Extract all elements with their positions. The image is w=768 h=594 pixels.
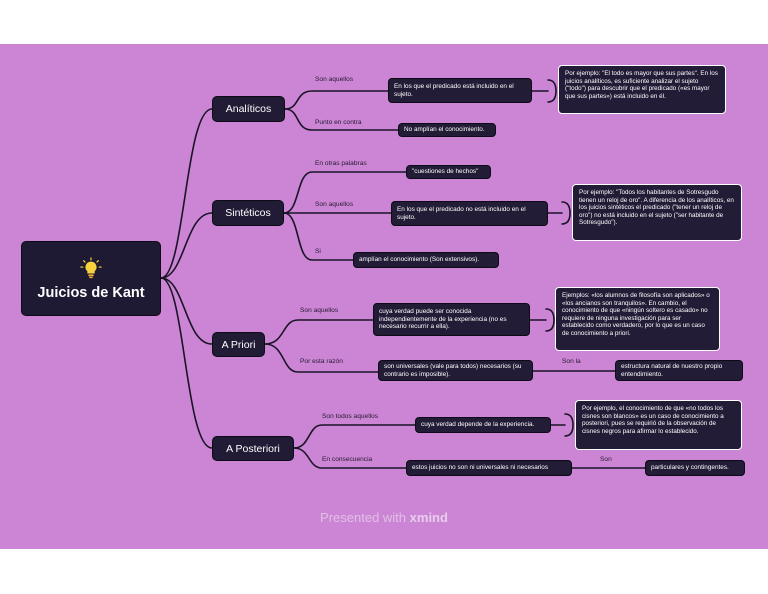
branch-a-priori-title: A Priori <box>221 338 256 351</box>
note-analiticos-ejemplo[interactable]: Por ejemplo: "El todo es mayor que sus p… <box>558 65 726 114</box>
leaf-a-posteriori-definicion[interactable]: cuya verdad depende de la experiencia. <box>415 417 551 433</box>
label-sinteticos-otras-palabras: En otras palabras <box>315 160 367 167</box>
lightbulb-icon <box>80 256 102 278</box>
leaf-a-posteriori-no-universales[interactable]: estos juicios no son ni universales ni n… <box>406 460 572 476</box>
leaf-a-posteriori-no-universales-text: estos juicios no son ni universales ni n… <box>412 464 549 472</box>
branch-a-posteriori[interactable]: A Posteriori <box>212 436 294 461</box>
label-sinteticos-si: Si <box>315 248 321 255</box>
note-a-posteriori-ejemplo-text: Por ejemplo, el conocimiento de que «no … <box>582 405 724 435</box>
note-a-priori-ejemplo[interactable]: Ejemplos: «los alumnos de filosofía son … <box>555 287 720 351</box>
leaf-a-posteriori-particulares-text: particulares y contingentes. <box>651 464 729 472</box>
watermark-prefix: Presented with <box>320 510 407 525</box>
label-sinteticos-son-aquellos: Son aquellos <box>315 201 354 208</box>
label-a-posteriori-todos-aquellos: Son todos aquellos <box>322 413 379 420</box>
note-analiticos-ejemplo-text: Por ejemplo: "El todo es mayor que sus p… <box>565 70 718 100</box>
label-a-posteriori-consecuencia: En consecuencia <box>322 456 373 463</box>
branch-analiticos-title: Analíticos <box>225 103 272 115</box>
mindmap-canvas: Juicios de Kant Analíticos Son aquellos … <box>0 44 768 549</box>
leaf-sinteticos-definicion-text: En los que el predicado no está incluido… <box>397 205 526 221</box>
label-a-posteriori-son: Son <box>600 456 612 463</box>
leaf-a-priori-definicion[interactable]: cuya verdad puede ser conocida independi… <box>373 303 530 336</box>
label-analiticos-punto-en-contra: Punto en contra <box>315 119 362 126</box>
central-topic[interactable]: Juicios de Kant <box>21 241 161 316</box>
connector-lines <box>160 79 646 469</box>
leaf-analiticos-contra[interactable]: No amplían el conocimiento. <box>398 123 496 137</box>
leaf-analiticos-contra-text: No amplían el conocimiento. <box>404 126 485 134</box>
branch-a-priori[interactable]: A Priori <box>212 332 265 357</box>
leaf-a-priori-universales[interactable]: son universales (vale para todos) necesa… <box>378 360 533 381</box>
branch-sinteticos[interactable]: Sintéticos <box>212 200 284 226</box>
leaf-sinteticos-amplian[interactable]: amplían el conocimiento (Son extensivos)… <box>353 252 499 268</box>
branch-analiticos[interactable]: Analíticos <box>212 96 285 122</box>
branch-sinteticos-title: Sintéticos <box>225 207 271 219</box>
label-a-priori-son-aquellos: Son aquellos <box>300 307 339 314</box>
watermark: Presented with xmind <box>0 510 768 525</box>
note-a-posteriori-ejemplo[interactable]: Por ejemplo, el conocimiento de que «no … <box>575 400 742 450</box>
note-a-priori-ejemplo-text: Ejemplos: «los alumnos de filosofía son … <box>562 292 710 337</box>
leaf-analiticos-definicion-text: En los que el predicado está incluido en… <box>394 82 514 98</box>
leaf-sinteticos-hechos-text: "cuestiones de hechos" <box>412 168 479 176</box>
central-title: Juicios de Kant <box>37 284 145 301</box>
leaf-analiticos-definicion[interactable]: En los que el predicado está incluido en… <box>388 78 532 103</box>
leaf-sinteticos-amplian-text: amplían el conocimiento (Son extensivos)… <box>359 256 480 264</box>
note-sinteticos-ejemplo[interactable]: Por ejemplo: "Todos los habitantes de So… <box>572 184 742 241</box>
label-a-priori-esta-razon: Por esta razón <box>300 358 343 365</box>
leaf-a-posteriori-particulares[interactable]: particulares y contingentes. <box>645 460 745 476</box>
note-sinteticos-ejemplo-text: Por ejemplo: "Todos los habitantes de So… <box>579 189 734 227</box>
leaf-a-priori-universales-text: son universales (vale para todos) necesa… <box>384 362 522 378</box>
leaf-sinteticos-hechos[interactable]: "cuestiones de hechos" <box>406 165 491 179</box>
watermark-brand: xmind <box>409 510 448 525</box>
branch-a-posteriori-title: A Posteriori <box>226 442 280 455</box>
leaf-a-priori-estructura[interactable]: estructura natural de nuestro propio ent… <box>615 360 743 381</box>
leaf-a-priori-definicion-text: cuya verdad puede ser conocida independi… <box>379 308 507 331</box>
leaf-a-posteriori-definicion-text: cuya verdad depende de la experiencia. <box>421 421 535 429</box>
leaf-sinteticos-definicion[interactable]: En los que el predicado no está incluido… <box>391 201 548 226</box>
leaf-a-priori-estructura-text: estructura natural de nuestro propio ent… <box>621 362 723 378</box>
label-analiticos-son-aquellos: Son aquellos <box>315 76 354 83</box>
label-a-priori-son-la: Son la <box>562 358 581 365</box>
